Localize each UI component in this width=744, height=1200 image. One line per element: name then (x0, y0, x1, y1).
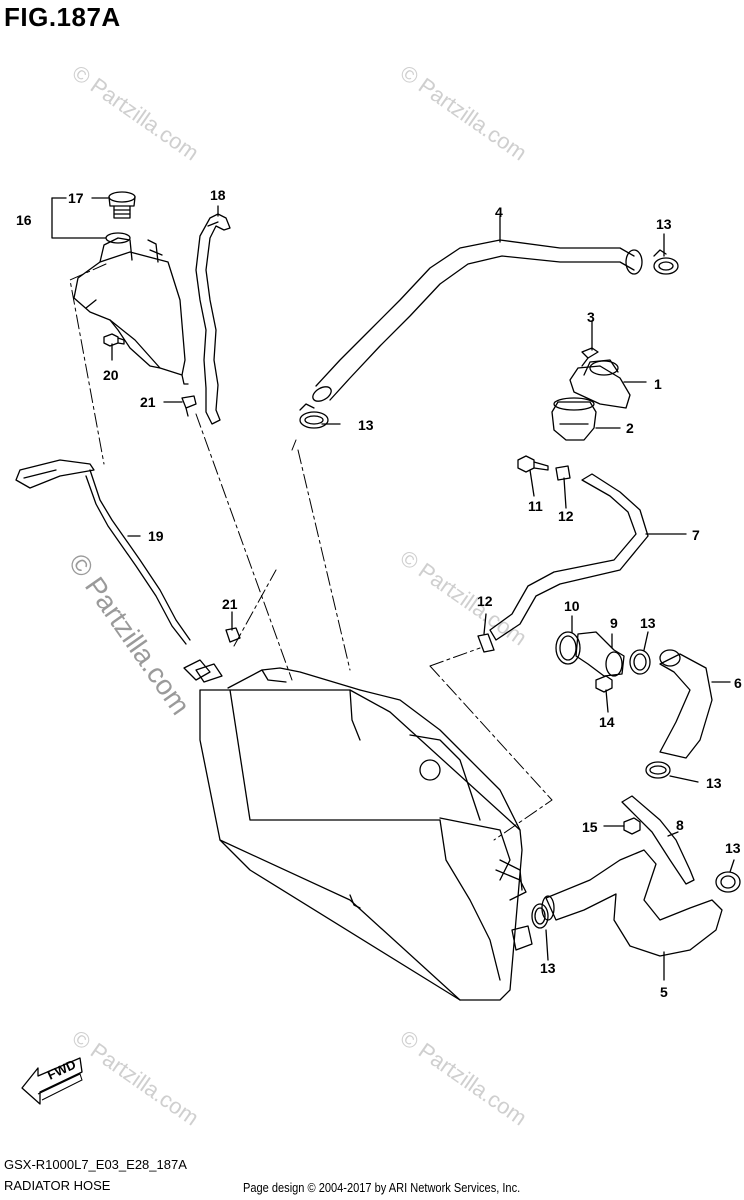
callout-21: 21 (140, 394, 156, 410)
hose-clip (555, 465, 571, 481)
callout-5: 5 (660, 984, 668, 1000)
callout-13: 13 (358, 417, 374, 433)
callout-18: 18 (210, 187, 226, 203)
bolt (517, 455, 549, 473)
callout-13: 13 (540, 960, 556, 976)
hose-clamp (715, 871, 741, 893)
water-outlet-fitting (575, 631, 625, 677)
callout-14: 14 (599, 714, 615, 730)
callout-13: 13 (656, 216, 672, 232)
thermostat (551, 397, 597, 441)
reservoir-cap (108, 191, 136, 219)
callout-13: 13 (706, 775, 722, 791)
callout-19: 19 (148, 528, 164, 544)
callout-1: 1 (654, 376, 662, 392)
callout-13: 13 (725, 840, 741, 856)
callout-9: 9 (610, 615, 618, 631)
callout-12: 12 (477, 593, 493, 609)
callout-10: 10 (564, 598, 580, 614)
overflow-hose (195, 213, 231, 425)
hose-clamp (653, 249, 679, 275)
page-credit: Page design © 2004-2017 by ARI Network S… (243, 1180, 521, 1195)
callout-3: 3 (587, 309, 595, 325)
callout-4: 4 (495, 204, 503, 220)
o-ring (555, 631, 581, 665)
hose-clip (477, 633, 495, 653)
callout-21: 21 (222, 596, 238, 612)
callout-11: 11 (528, 498, 543, 514)
hose-clip-lower (225, 627, 241, 643)
hose-clamp (629, 649, 651, 675)
callout-16: 16 (16, 212, 32, 228)
fwd-arrow: FWD (21, 1057, 83, 1105)
callout-15: 15 (582, 819, 598, 835)
bypass-hose (489, 473, 649, 641)
hose-clamp (531, 903, 549, 929)
radiator-hose-lower-right (659, 649, 713, 759)
callout-8: 8 (676, 817, 684, 833)
callout-6: 6 (734, 675, 742, 691)
hose-bracket (621, 795, 695, 885)
thermostat-bolt (581, 347, 599, 367)
radiator-hose-lower (541, 849, 723, 957)
thermostat-cover (569, 359, 631, 409)
figure-title: FIG.187A (4, 2, 121, 32)
bracket-bolt (623, 817, 641, 835)
callout-2: 2 (626, 420, 634, 436)
callouts: 1 2 3 4 5 6 7 8 9 10 11 12 12 13 13 13 1… (16, 187, 742, 1000)
hose-clip-upper (181, 395, 197, 417)
assembly-lines (69, 263, 553, 841)
reservoir-bolt (103, 333, 125, 347)
tank-hose (15, 459, 191, 645)
hose-clamp (299, 403, 329, 429)
callout-13: 13 (640, 615, 656, 631)
callout-12: 12 (558, 508, 574, 524)
callout-17: 17 (68, 190, 84, 206)
reservoir-tank (73, 232, 189, 385)
leader-lines (51, 197, 735, 981)
diagram-name: RADIATOR HOSE (4, 1178, 111, 1193)
radiator (183, 659, 533, 1001)
hose-clamp (645, 761, 671, 779)
fitting-bolt (595, 675, 613, 693)
callout-20: 20 (103, 367, 119, 383)
diagram-code: GSX-R1000L7_E03_E28_187A (4, 1157, 187, 1172)
callout-7: 7 (692, 527, 700, 543)
radiator-hose-upper (312, 239, 643, 402)
